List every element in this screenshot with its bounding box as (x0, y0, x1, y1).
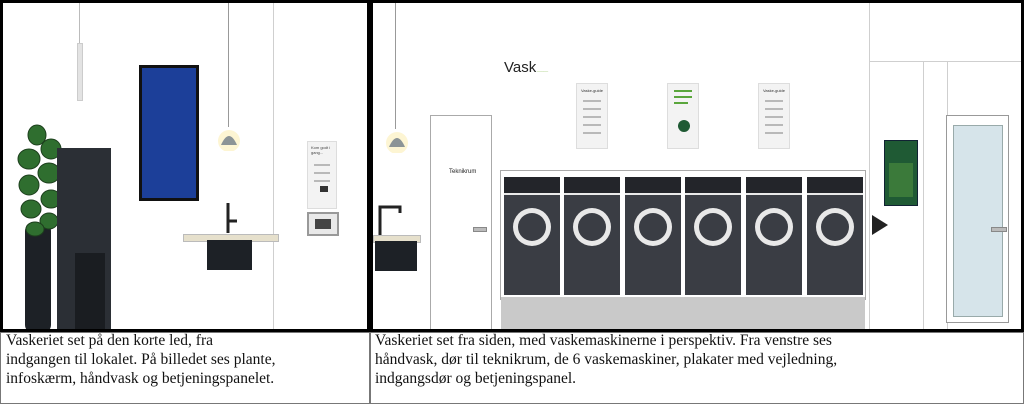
washing-machine-1 (504, 177, 560, 295)
sink-cabinet (207, 240, 252, 270)
entrance-door (946, 115, 1009, 323)
door-handle (473, 227, 487, 232)
door-glass (953, 125, 1003, 317)
poster-left-title: Vaske-guide (581, 88, 603, 93)
washing-machine-4 (685, 177, 741, 295)
ceiling-cord-left (79, 3, 80, 73)
washer-frame (500, 170, 866, 300)
control-panel-right-icon (870, 213, 890, 237)
info-sheet-left: Kom godt i gang... (307, 141, 337, 209)
faucet-icon (225, 201, 241, 235)
washing-machine-2 (564, 177, 620, 295)
wall-edge-line (273, 3, 274, 329)
room-title: Vask (504, 59, 537, 76)
left-panel: Kom godt i gang... (0, 0, 370, 332)
washing-machine-6 (807, 177, 863, 295)
caption-left: Vaskeriet set på den korte led, fra indg… (6, 332, 276, 387)
wall-partition-2 (869, 61, 1021, 62)
wall-partition-3 (923, 61, 924, 329)
sink-cabinet-right (375, 241, 417, 271)
tech-room-label: Teknikrum (449, 169, 477, 175)
pendant-rod-left (77, 43, 83, 101)
info-screen (139, 65, 199, 201)
poster-green-center (667, 83, 699, 149)
wall-partition-1 (869, 3, 870, 329)
faucet-right-icon (376, 203, 402, 237)
washing-machine-5 (746, 177, 802, 295)
pendant-lamp-icon (215, 125, 243, 152)
poster-washing-guide-right: Vaske-guide (758, 83, 790, 149)
poster-right-title: Vaske-guide (763, 88, 785, 93)
plant-icon (15, 123, 75, 329)
washer-plinth (501, 297, 865, 329)
right-panel: Vask _____ Teknikrum Vaske-guide Vaske-g… (370, 0, 1024, 332)
pendant-lamp-right-icon (383, 127, 411, 154)
poster-green-right (884, 140, 918, 206)
control-panel-left (307, 212, 339, 236)
cabinet-panel (75, 253, 105, 329)
poster-washing-guide-left: Vaske-guide (576, 83, 608, 149)
lamp-cord-right (395, 3, 396, 129)
caption-right: Vaskeriet set fra siden, med vaskemaskin… (375, 332, 838, 387)
room-subtitle: _____ (537, 67, 549, 72)
tech-room-door: Teknikrum (430, 115, 492, 329)
lamp-cord-left (228, 3, 229, 127)
entrance-door-handle (991, 227, 1007, 232)
info-sheet-heading: Kom godt i gang... (311, 145, 331, 155)
washing-machine-3 (625, 177, 681, 295)
